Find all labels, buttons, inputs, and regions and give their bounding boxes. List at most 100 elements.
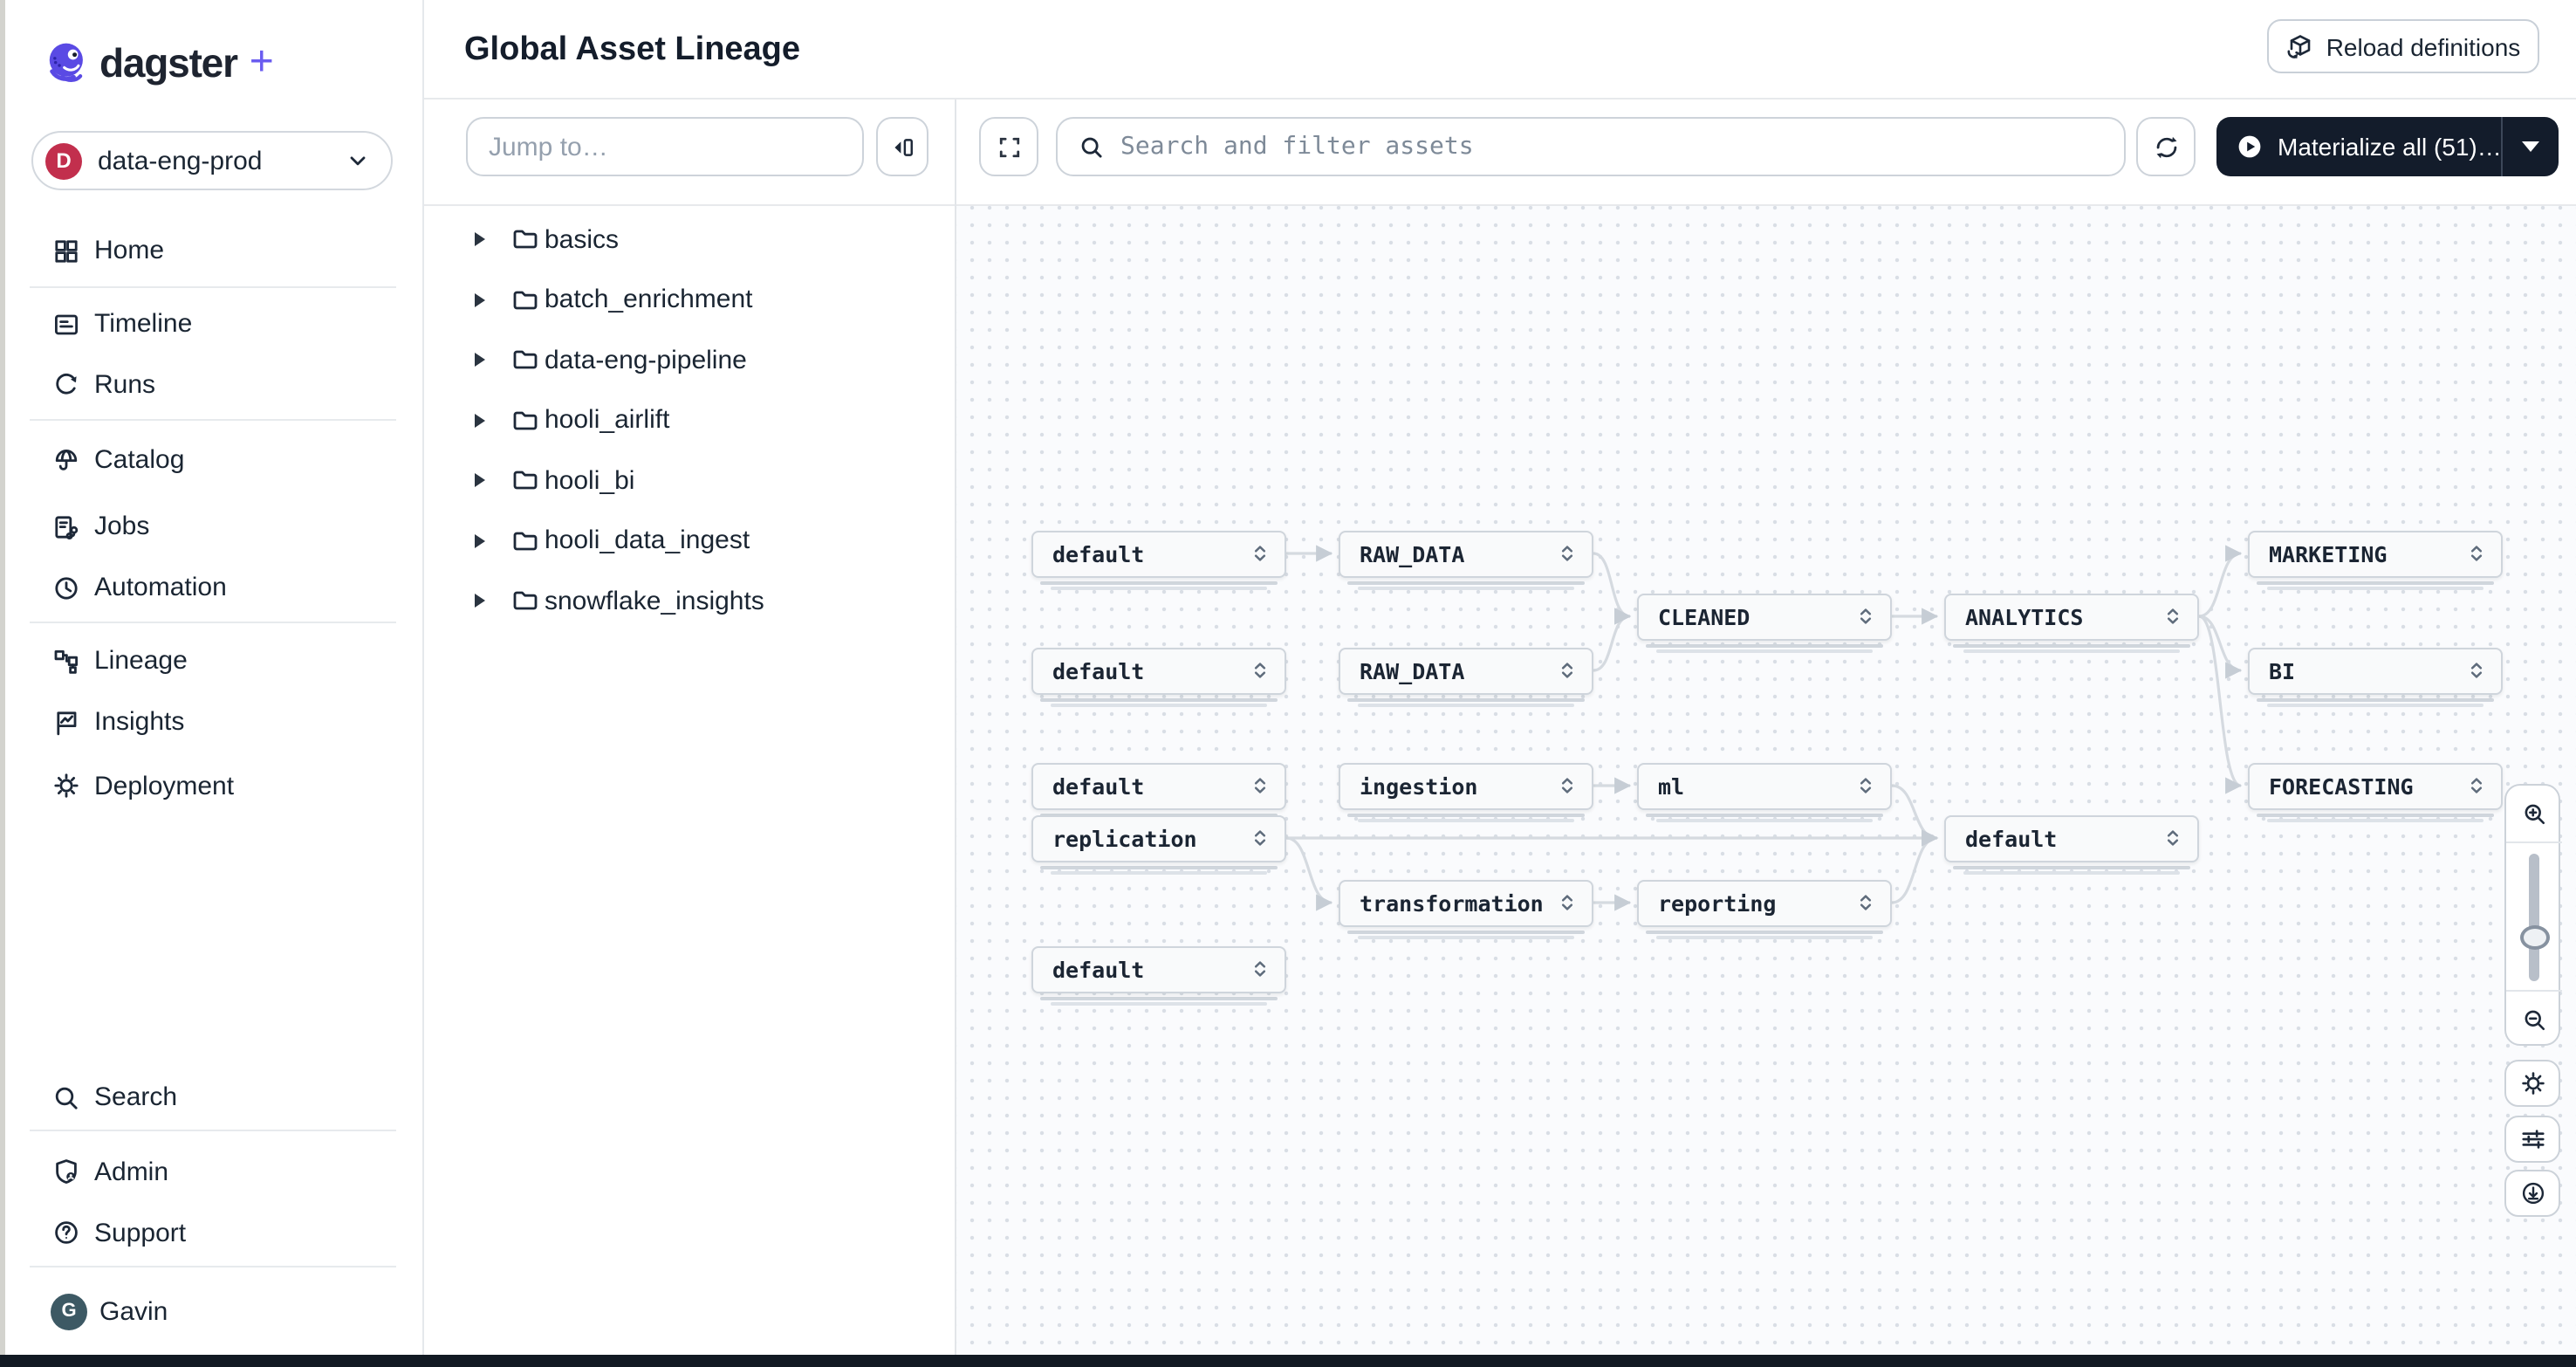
- tree-folder-hooli_airlift[interactable]: hooli_airlift: [424, 390, 955, 450]
- group-stack-line: [1646, 643, 1883, 647]
- asset-search-input[interactable]: [1058, 119, 2124, 175]
- sidebar-item-support[interactable]: Support: [0, 1208, 424, 1257]
- caret-right-icon[interactable]: [475, 292, 485, 306]
- zoom-out-button[interactable]: [2506, 992, 2562, 1048]
- graph-node-forecasting[interactable]: FORECASTING: [2248, 762, 2503, 809]
- unfold-group-icon[interactable]: [1557, 660, 1578, 681]
- zoom-in-button[interactable]: [2506, 786, 2562, 841]
- group-stack-line: [1051, 1002, 1267, 1006]
- tree-folder-label: hooli_bi: [545, 465, 635, 495]
- tree-folder-data-eng-pipeline[interactable]: data-eng-pipeline: [424, 330, 955, 389]
- sidebar-item-deployment[interactable]: Deployment: [0, 761, 424, 810]
- materialize-all-button[interactable]: Materialize all (51)…: [2216, 117, 2559, 176]
- fullscreen-button[interactable]: [979, 117, 1038, 176]
- graph-node-replication[interactable]: replication: [1031, 814, 1286, 862]
- caret-right-icon[interactable]: [475, 473, 485, 487]
- unfold-group-icon[interactable]: [1557, 775, 1578, 796]
- graph-node-analytics[interactable]: ANALYTICS: [1944, 593, 2199, 640]
- zoom-slider-track[interactable]: [2529, 854, 2539, 981]
- sidebar-item-search[interactable]: Search: [0, 1073, 424, 1122]
- unfold-group-icon[interactable]: [2162, 828, 2183, 848]
- unfold-group-icon[interactable]: [1855, 892, 1876, 913]
- caret-right-icon[interactable]: [475, 232, 485, 246]
- materialize-dropdown-toggle[interactable]: [2504, 141, 2559, 152]
- sidebar-item-label: Lineage: [94, 646, 188, 676]
- sidebar-item-home[interactable]: Home: [0, 226, 424, 275]
- unfold-group-icon[interactable]: [1250, 543, 1271, 564]
- graph-node-label: reporting: [1658, 890, 1777, 916]
- unfold-group-icon[interactable]: [1855, 775, 1876, 796]
- graph-node-label: transformation: [1360, 890, 1544, 916]
- tree-folder-label: batch_enrichment: [545, 285, 753, 314]
- unfold-group-icon[interactable]: [1250, 958, 1271, 979]
- graph-node-ml[interactable]: ml: [1637, 762, 1892, 809]
- sidebar-item-catalog[interactable]: Catalog: [0, 436, 424, 484]
- tree-folder-label: data-eng-pipeline: [545, 345, 747, 374]
- graph-node-bi[interactable]: BI: [2248, 647, 2503, 694]
- sidebar-item-admin[interactable]: Admin: [0, 1147, 424, 1196]
- group-stack-line: [2267, 587, 2484, 590]
- sidebar-item-runs[interactable]: Runs: [0, 360, 424, 409]
- divider: [2506, 990, 2562, 992]
- unfold-group-icon[interactable]: [1250, 660, 1271, 681]
- group-stack-line: [1040, 865, 1278, 869]
- graph-settings-button[interactable]: [2504, 1060, 2560, 1107]
- zoom-slider-handle[interactable]: [2519, 925, 2549, 950]
- graph-node-default[interactable]: default: [1031, 530, 1286, 577]
- sidebar-item-jobs[interactable]: Jobs: [0, 502, 424, 551]
- graph-node-default[interactable]: default: [1031, 945, 1286, 993]
- tree-folder-snowflake_insights[interactable]: snowflake_insights: [424, 571, 955, 630]
- tree-folder-batch_enrichment[interactable]: batch_enrichment: [424, 270, 955, 329]
- workspace-switcher[interactable]: D data-eng-prod: [31, 131, 393, 190]
- reload-definitions-label: Reload definitions: [2326, 32, 2521, 60]
- refresh-button[interactable]: [2136, 117, 2196, 176]
- unfold-group-icon[interactable]: [1250, 828, 1271, 848]
- caret-right-icon[interactable]: [475, 533, 485, 547]
- sidebar-item-insights[interactable]: Insights: [0, 697, 424, 746]
- folder-icon: [511, 285, 539, 313]
- unfold-group-icon[interactable]: [2466, 660, 2487, 681]
- unfold-group-icon[interactable]: [2466, 775, 2487, 796]
- collapse-panel-button[interactable]: [876, 117, 928, 176]
- unfold-group-icon[interactable]: [1557, 543, 1578, 564]
- graph-node-default[interactable]: default: [1031, 762, 1286, 809]
- unfold-group-icon[interactable]: [2162, 606, 2183, 627]
- download-graph-button[interactable]: [2504, 1170, 2560, 1217]
- jump-to-input[interactable]: [468, 119, 862, 175]
- graph-node-raw_data[interactable]: RAW_DATA: [1339, 530, 1593, 577]
- unfold-group-icon[interactable]: [1855, 606, 1876, 627]
- tree-folder-basics[interactable]: basics: [424, 210, 955, 269]
- materialize-all-main[interactable]: Materialize all (51)…: [2216, 133, 2502, 161]
- panel-resize-divider[interactable]: [955, 100, 956, 1367]
- unfold-group-icon[interactable]: [1250, 775, 1271, 796]
- dagster-logo[interactable]: dagster +: [45, 38, 274, 87]
- graph-node-transformation[interactable]: transformation: [1339, 879, 1593, 926]
- graph-node-reporting[interactable]: reporting: [1637, 879, 1892, 926]
- sidebar-item-lineage[interactable]: Lineage: [0, 636, 424, 685]
- reload-definitions-button[interactable]: Reload definitions: [2267, 19, 2539, 73]
- unfold-group-icon[interactable]: [1557, 892, 1578, 913]
- folder-icon: [511, 466, 539, 494]
- graph-node-default[interactable]: default: [1031, 647, 1286, 694]
- graph-filter-options-button[interactable]: [2504, 1116, 2560, 1163]
- graph-node-label: replication: [1052, 825, 1197, 851]
- sidebar-item-timeline[interactable]: Timeline: [0, 299, 424, 348]
- tree-folder-hooli_bi[interactable]: hooli_bi: [424, 450, 955, 510]
- caret-right-icon[interactable]: [475, 353, 485, 367]
- unfold-group-icon[interactable]: [2466, 543, 2487, 564]
- graph-node-label: default: [1052, 773, 1145, 799]
- graph-node-default[interactable]: default: [1944, 814, 2199, 862]
- folder-icon: [511, 406, 539, 434]
- caret-right-icon[interactable]: [475, 594, 485, 608]
- tree-folder-hooli_data_ingest[interactable]: hooli_data_ingest: [424, 511, 955, 570]
- graph-node-marketing[interactable]: MARKETING: [2248, 530, 2503, 577]
- user-menu[interactable]: G Gavin: [0, 1287, 424, 1336]
- graph-node-raw_data[interactable]: RAW_DATA: [1339, 647, 1593, 694]
- sidebar-item-label: Home: [94, 236, 165, 265]
- sidebar-item-automation[interactable]: Automation: [0, 563, 424, 612]
- caret-right-icon[interactable]: [475, 413, 485, 427]
- graph-node-ingestion[interactable]: ingestion: [1339, 762, 1593, 809]
- asset-group-tree: basics batch_enrichment data-eng-pipelin…: [424, 206, 955, 1367]
- sidebar-item-label: Runs: [94, 369, 156, 399]
- graph-node-cleaned[interactable]: CLEANED: [1637, 593, 1892, 640]
